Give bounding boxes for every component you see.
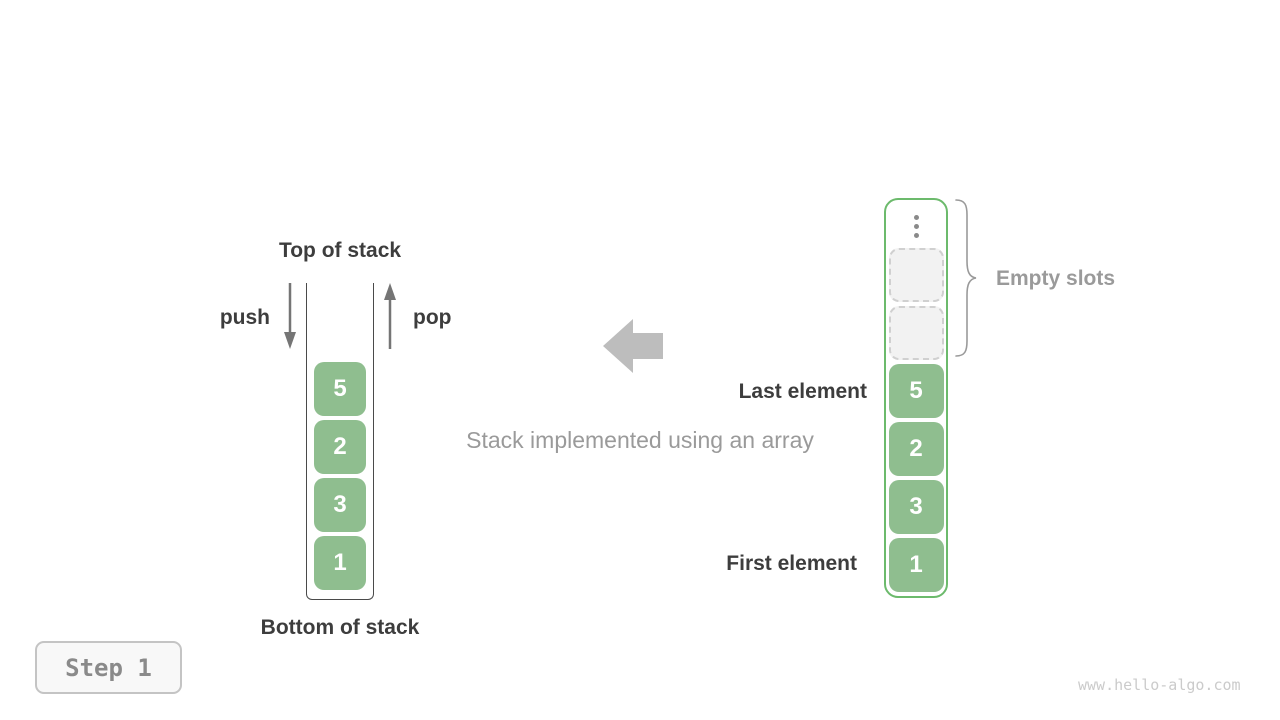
last-element-label: Last element xyxy=(738,380,867,403)
empty-slots-label: Empty slots xyxy=(996,267,1116,290)
array-element: 1 xyxy=(888,538,944,592)
array-element: 5 xyxy=(888,364,944,418)
step-badge-label: Step 1 xyxy=(65,653,152,682)
step-badge: Step 1 xyxy=(35,641,182,694)
array-element: 2 xyxy=(888,422,944,476)
diagram-caption: Stack implemented using an array xyxy=(466,427,814,453)
bottom-of-stack-label: Bottom of stack xyxy=(260,616,420,639)
ellipsis-icon xyxy=(913,208,919,244)
push-label: push xyxy=(219,306,270,329)
stack-element: 5 xyxy=(314,362,366,416)
pop-arrow-icon xyxy=(384,283,396,349)
stack-element: 1 xyxy=(314,536,366,590)
empty-slots-brace xyxy=(955,199,977,357)
left-block-arrow-icon xyxy=(603,319,663,373)
empty-slot xyxy=(888,248,944,302)
stack-element: 3 xyxy=(314,478,366,532)
top-of-stack-label: Top of stack xyxy=(278,239,402,262)
array-element: 3 xyxy=(888,480,944,534)
empty-slot xyxy=(888,306,944,360)
push-arrow-icon xyxy=(284,283,296,349)
watermark: www.hello-algo.com xyxy=(1078,676,1241,694)
first-element-label: First element xyxy=(726,552,857,575)
stack-element: 2 xyxy=(314,420,366,474)
pop-label: pop xyxy=(413,306,452,329)
